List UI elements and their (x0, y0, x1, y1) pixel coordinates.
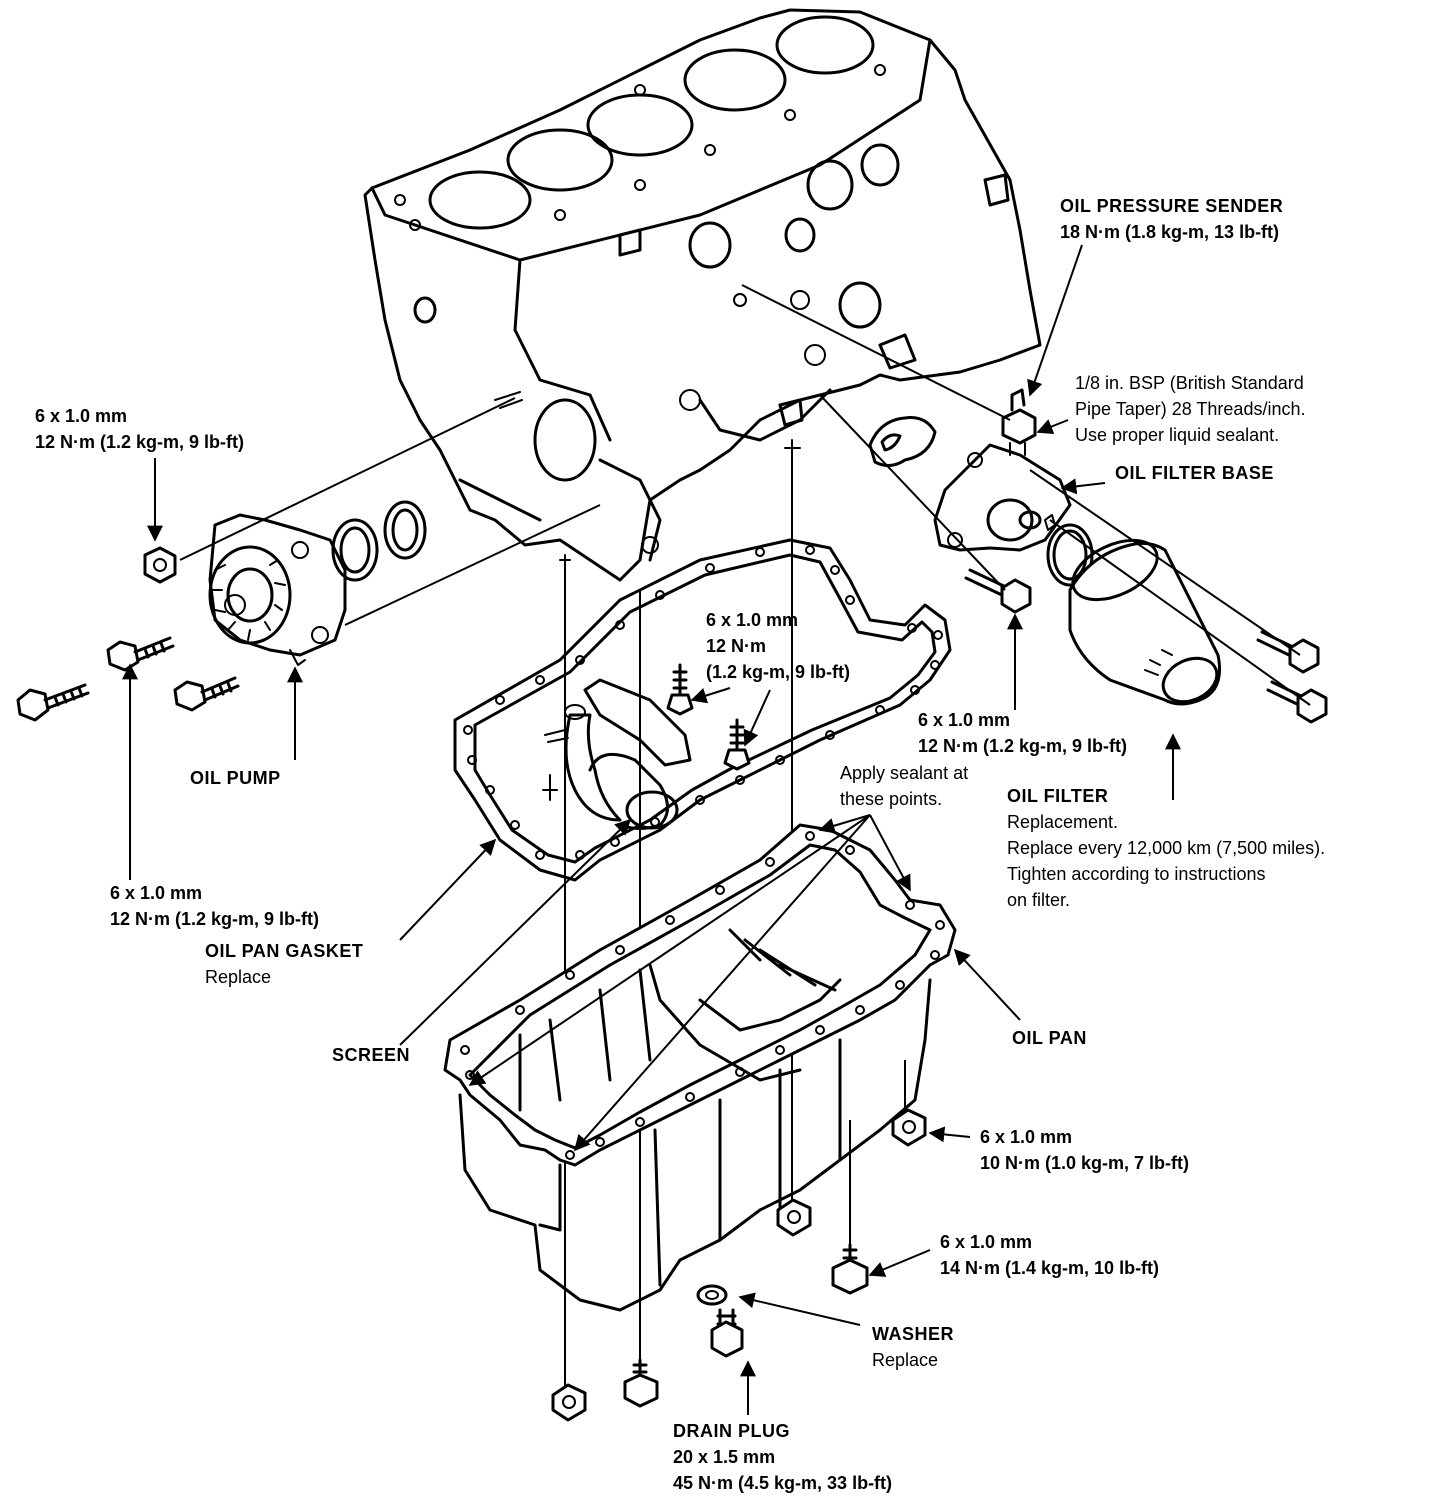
oil-pressure-sender-torque: 18 N·m (1.8 kg-m, 13 lb-ft) (1060, 222, 1280, 242)
oil-filter-line2: Replace every 12,000 km (7,500 miles). (1007, 838, 1326, 858)
oil-filter-canister (1068, 538, 1221, 706)
oil-filter-line4: on filter. (1007, 890, 1071, 910)
oil-pump (208, 513, 347, 666)
oil-pan (443, 823, 957, 1312)
pump-bolt-top-size: 6 x 1.0 mm (35, 406, 128, 426)
drain-plug-size: 20 x 1.5 mm (673, 1447, 776, 1467)
oil-pressure-sender (1001, 388, 1037, 456)
bsp-note-line2: Pipe Taper) 28 Threads/inch. (1075, 399, 1306, 419)
oil-pan-label: OIL PAN (1012, 1025, 1087, 1051)
pan-bolt-label: 6 x 1.0 mm 14 N·m (1.4 kg-m, 10 lb-ft) (940, 1229, 1159, 1281)
washer-title: WASHER (872, 1324, 955, 1344)
pan-nut-left (551, 1383, 587, 1422)
pump-bolt-bottom-size: 6 x 1.0 mm (110, 883, 203, 903)
oil-filter-base-title: OIL FILTER BASE (1115, 463, 1274, 483)
pan-nut-center (776, 1198, 812, 1237)
filter-base-bolt-torque: 12 N·m (1.2 kg-m, 9 lb-ft) (918, 736, 1128, 756)
sealant-note: Apply sealant at these points. (840, 760, 968, 812)
sealant-note-line2: these points. (840, 789, 943, 809)
oil-pressure-sender-label: OIL PRESSURE SENDER 18 N·m (1.8 kg-m, 13… (1060, 193, 1283, 245)
filter-base-bolt-label: 6 x 1.0 mm 12 N·m (1.2 kg-m, 9 lb-ft) (918, 707, 1127, 759)
oil-pan-title: OIL PAN (1012, 1028, 1087, 1048)
screen-bolt-torque-2: (1.2 kg-m, 9 lb-ft) (706, 662, 851, 682)
pan-bolt-torque: 14 N·m (1.4 kg-m, 10 lb-ft) (940, 1258, 1160, 1278)
screen-title: SCREEN (332, 1045, 411, 1065)
oil-filter-line3: Tighten according to instructions (1007, 864, 1266, 884)
pan-nut-torque: 10 N·m (1.0 kg-m, 7 lb-ft) (980, 1153, 1190, 1173)
oil-pan-gasket-label: OIL PAN GASKET Replace (205, 938, 363, 990)
drain-plug (710, 1308, 744, 1358)
pan-bolt (831, 1243, 869, 1295)
pump-bolt-top-torque: 12 N·m (1.2 kg-m, 9 lb-ft) (35, 432, 245, 452)
oil-pan-gasket-note: Replace (205, 967, 272, 987)
washer-label: WASHER Replace (872, 1321, 954, 1373)
bsp-note: 1/8 in. BSP (British Standard Pipe Taper… (1075, 370, 1305, 448)
screen-label: SCREEN (332, 1042, 410, 1068)
bsp-note-line1: 1/8 in. BSP (British Standard (1075, 373, 1304, 393)
pump-bolt-bottom-torque: 12 N·m (1.2 kg-m, 9 lb-ft) (110, 909, 320, 929)
drain-washer (696, 1284, 728, 1306)
screen-bolt-2 (723, 718, 751, 771)
oil-filter-base (933, 443, 1072, 552)
pump-o-ring-2 (383, 500, 427, 560)
oil-pressure-sender-title: OIL PRESSURE SENDER (1060, 196, 1284, 216)
screen-bolt-size: 6 x 1.0 mm (706, 610, 799, 630)
pump-bolt-2 (106, 636, 175, 672)
oil-pan-gasket-title: OIL PAN GASKET (205, 941, 364, 961)
oil-passage-gasket (868, 416, 937, 467)
screen-bolt-1 (666, 663, 694, 716)
pan-nut-size: 6 x 1.0 mm (980, 1127, 1073, 1147)
sealant-note-line1: Apply sealant at (840, 763, 969, 783)
pump-o-ring-1 (331, 518, 379, 582)
pump-bolt-top-label: 6 x 1.0 mm 12 N·m (1.2 kg-m, 9 lb-ft) (35, 403, 244, 455)
screen-bolt-label: 6 x 1.0 mm 12 N·m (1.2 kg-m, 9 lb-ft) (706, 607, 850, 685)
pump-bolt-bottom-label: 6 x 1.0 mm 12 N·m (1.2 kg-m, 9 lb-ft) (110, 880, 319, 932)
drain-plug-label: DRAIN PLUG 20 x 1.5 mm 45 N·m (4.5 kg-m,… (673, 1418, 892, 1496)
bsp-note-line3: Use proper liquid sealant. (1075, 425, 1280, 445)
oil-filter-label: OIL FILTER Replacement. Replace every 12… (1007, 783, 1325, 913)
oil-filter-base-label: OIL FILTER BASE (1115, 460, 1274, 486)
oil-pan-gasket (453, 538, 952, 882)
oil-filter-title: OIL FILTER (1007, 786, 1109, 806)
oil-filter-line1: Replacement. (1007, 812, 1119, 832)
pump-bolt-1 (16, 683, 90, 722)
washer-note: Replace (872, 1350, 939, 1370)
pan-bolt-left (623, 1358, 659, 1408)
filter-base-bolt-3 (1266, 680, 1328, 724)
leader-lines (122, 244, 1181, 1415)
screen-bolt-torque-1: 12 N·m (706, 636, 767, 656)
drain-plug-title: DRAIN PLUG (673, 1421, 790, 1441)
filter-base-bolt-size: 6 x 1.0 mm (918, 710, 1011, 730)
pan-nut-label: 6 x 1.0 mm 10 N·m (1.0 kg-m, 7 lb-ft) (980, 1124, 1189, 1176)
oil-pump-title: OIL PUMP (190, 768, 281, 788)
pan-nut-right (891, 1108, 927, 1147)
pump-bolt-3 (173, 676, 240, 712)
pan-bolt-size: 6 x 1.0 mm (940, 1232, 1033, 1252)
oil-pump-label: OIL PUMP (190, 765, 281, 791)
filter-base-bolt-2 (1256, 630, 1320, 674)
drain-plug-torque: 45 N·m (4.5 kg-m, 33 lb-ft) (673, 1473, 893, 1493)
engine-block (363, 8, 1042, 582)
filter-base-bolt (964, 568, 1032, 614)
oil-screen (542, 678, 692, 830)
pump-nut (143, 546, 177, 584)
